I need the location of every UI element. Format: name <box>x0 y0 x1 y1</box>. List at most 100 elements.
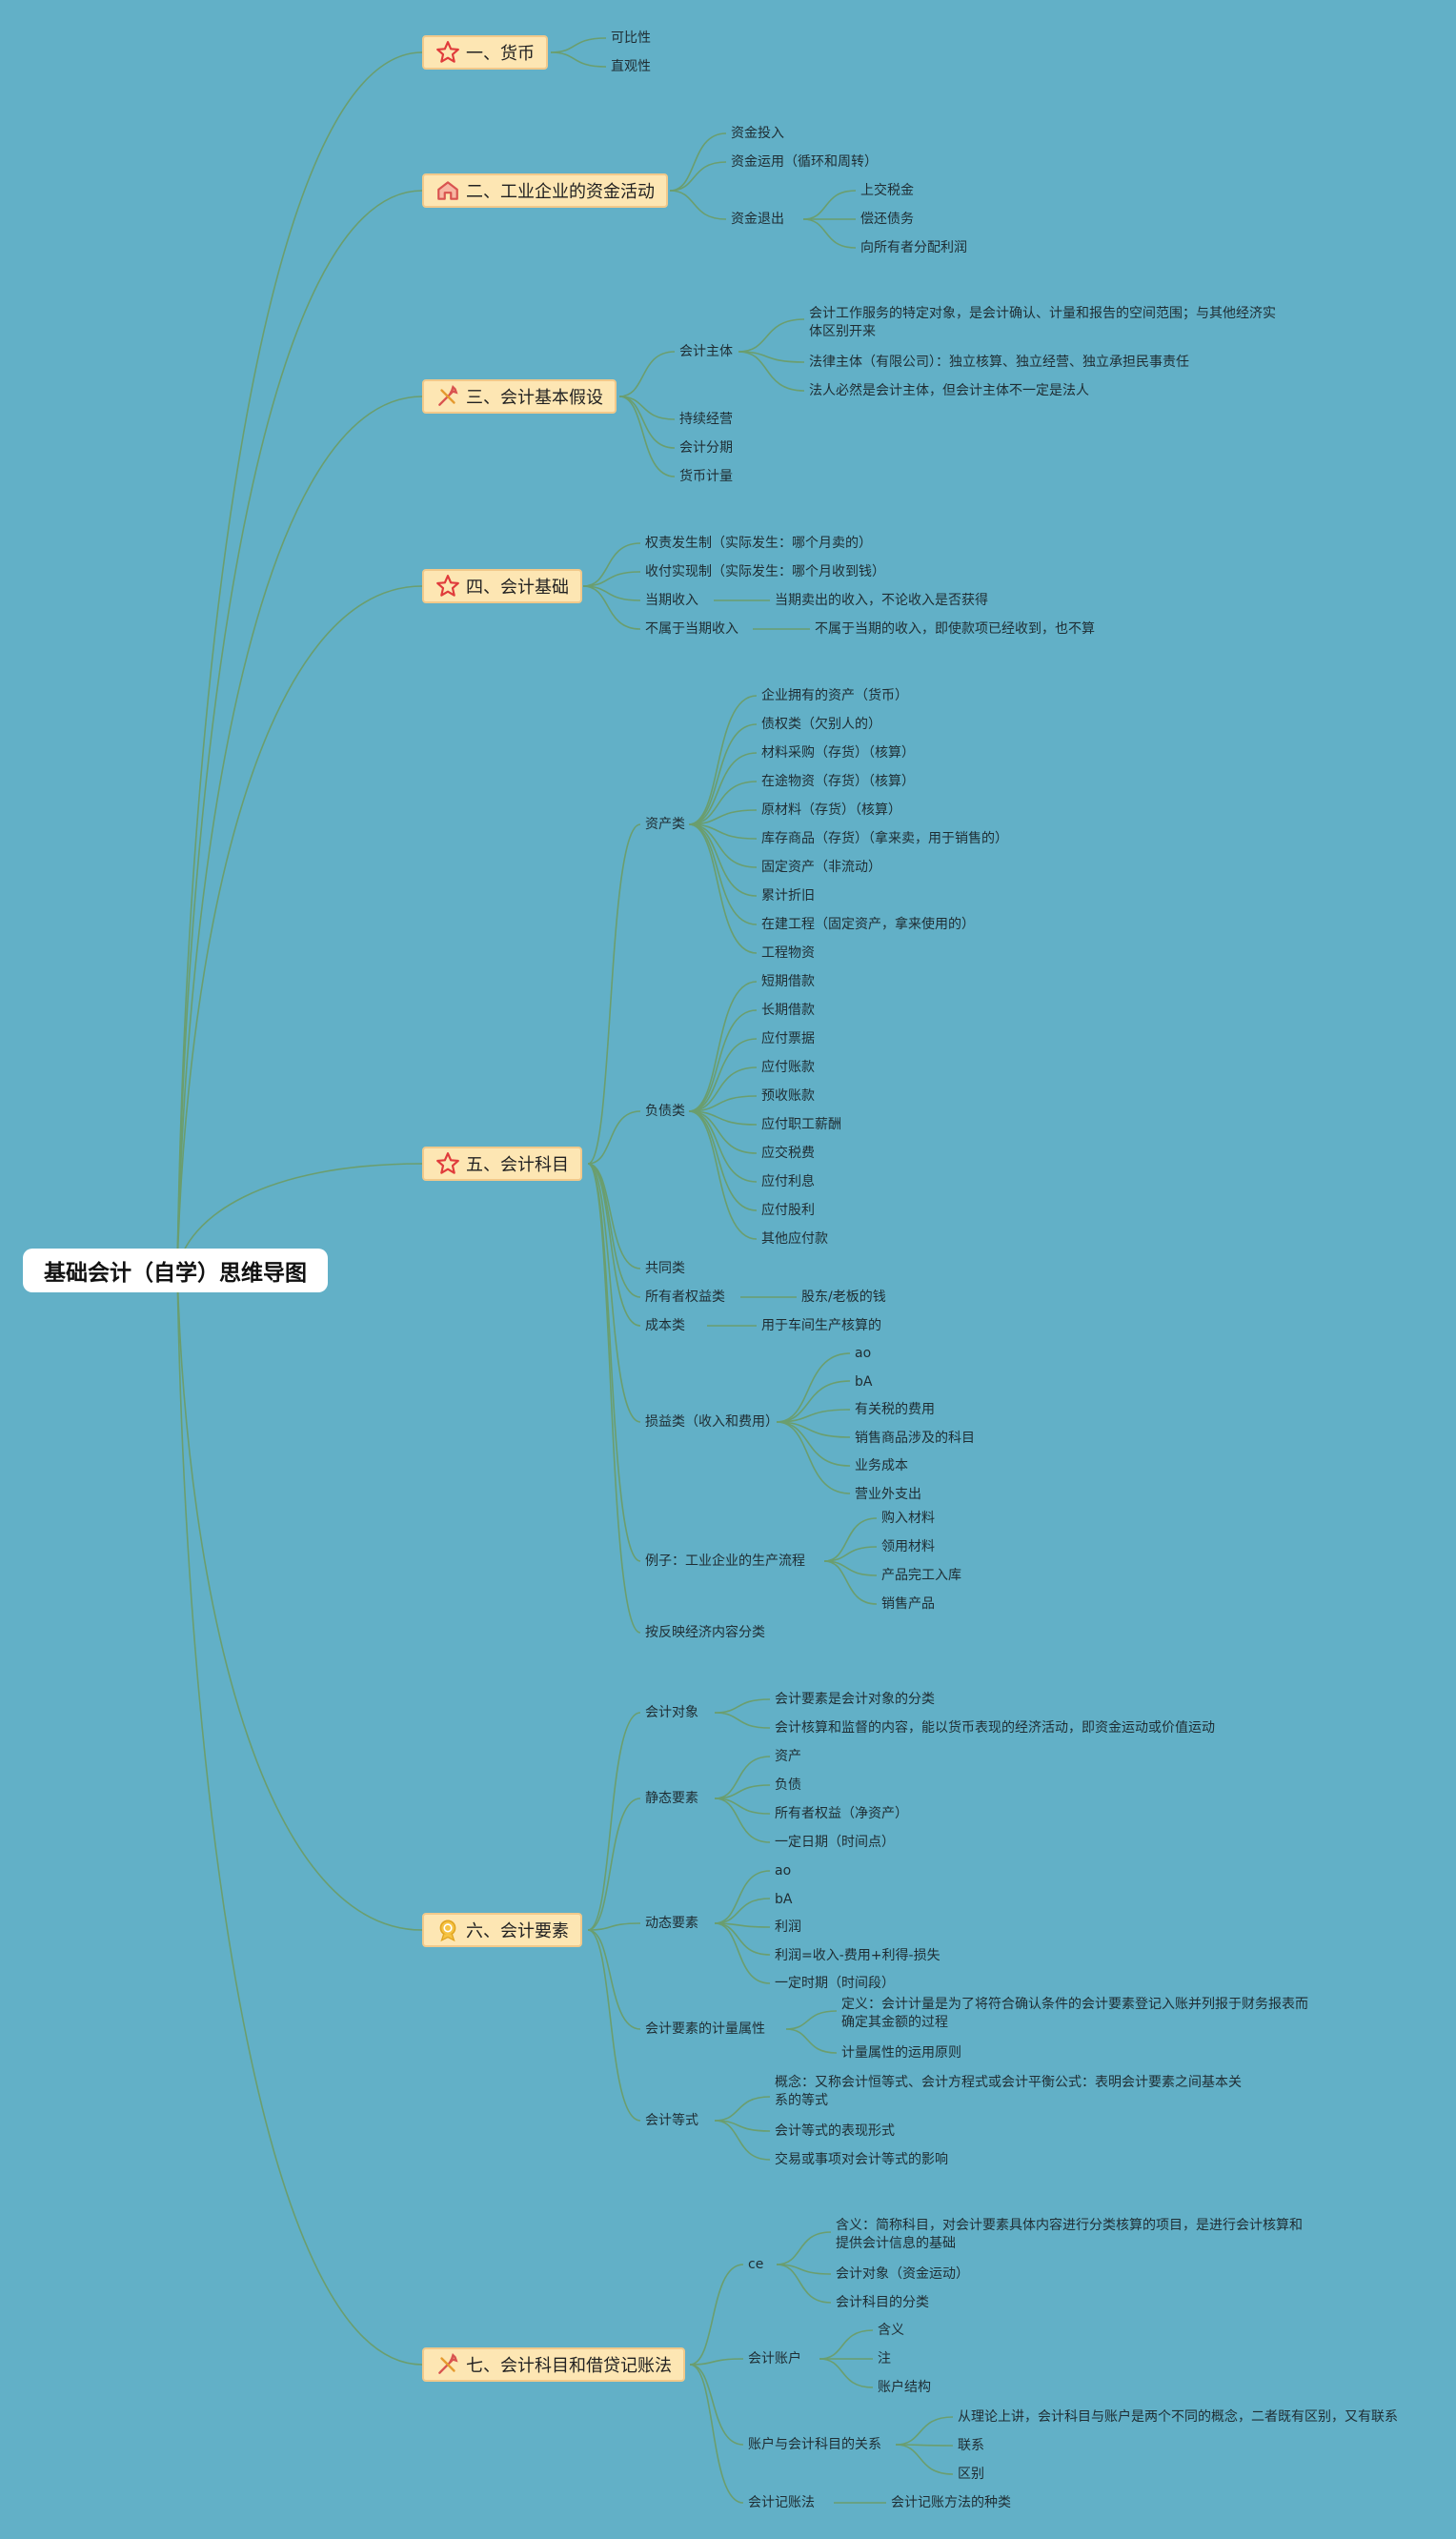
label-entity-definition[interactable]: 会计工作服务的特定对象，是会计确认、计量和报告的空间范围；与其他经济实体区别开来 <box>809 306 1276 339</box>
label-going-concern[interactable]: 持续经营 <box>679 412 733 427</box>
list-item[interactable]: 在建工程（固定资产，拿来使用的） <box>761 917 975 932</box>
label-ce[interactable]: ce <box>748 2257 764 2272</box>
list-item[interactable]: 应交税费 <box>761 1146 815 1161</box>
list-item[interactable]: 资产 <box>775 1749 801 1764</box>
label-legal-person-note[interactable]: 法人必然是会计主体，但会计主体不一定是法人 <box>809 383 1089 398</box>
list-item[interactable]: 注 <box>878 2351 891 2366</box>
label-ce-meaning[interactable]: 含义：简称科目，对会计要素具体内容进行分类核算的项目，是进行会计核算和提供会计信… <box>836 2218 1303 2251</box>
label-current-income-desc[interactable]: 当期卖出的收入，不论收入是否获得 <box>775 593 988 608</box>
label-ce-object[interactable]: 会计对象（资金运动） <box>836 2266 969 2282</box>
list-item[interactable]: 一定时期（时间段） <box>775 1976 895 1991</box>
label-equity-category[interactable]: 所有者权益类 <box>645 1290 725 1305</box>
topic-basic-assumptions[interactable]: 三、会计基本假设 <box>422 379 617 414</box>
label-cost-desc[interactable]: 用于车间生产核算的 <box>761 1318 881 1333</box>
list-item[interactable]: 销售商品涉及的科目 <box>855 1430 975 1446</box>
topic-accounting-elements[interactable]: 六、会计要素 <box>422 1913 582 1947</box>
label-accrual-basis[interactable]: 权责发生制（实际发生：哪个月卖的） <box>645 536 872 551</box>
label-current-income[interactable]: 当期收入 <box>645 593 698 608</box>
list-item[interactable]: 有关税的费用 <box>855 1402 935 1417</box>
label-profit-distribution[interactable]: 向所有者分配利润 <box>860 240 967 255</box>
list-item[interactable]: 账户结构 <box>878 2380 931 2395</box>
list-item[interactable]: 在途物资（存货）（核算） <box>761 774 915 789</box>
label-liabilities-category[interactable]: 负债类 <box>645 1104 685 1119</box>
label-fund-use[interactable]: 资金运用（循环和周转） <box>731 154 878 170</box>
label-accounting-object[interactable]: 会计对象 <box>645 1705 698 1720</box>
label-intuitive[interactable]: 直观性 <box>611 59 651 74</box>
label-fund-exit[interactable]: 资金退出 <box>731 212 784 227</box>
list-item[interactable]: 应付账款 <box>761 1060 815 1075</box>
list-item[interactable]: 产品完工入库 <box>881 1568 961 1583</box>
list-item[interactable]: 一定日期（时间点） <box>775 1835 895 1850</box>
list-item[interactable]: 所有者权益（净资产） <box>775 1806 908 1821</box>
label-cost-category[interactable]: 成本类 <box>645 1318 685 1333</box>
label-non-current-income-desc[interactable]: 不属于当期的收入，即使款项已经收到，也不算 <box>815 621 1095 637</box>
list-item[interactable]: 固定资产（非流动） <box>761 860 881 875</box>
label-repay-debt[interactable]: 偿还债务 <box>860 212 914 227</box>
label-fund-input[interactable]: 资金投入 <box>731 126 784 141</box>
list-item[interactable]: 营业外支出 <box>855 1486 921 1502</box>
list-item[interactable]: 企业拥有的资产（货币） <box>761 688 908 703</box>
label-accounting-entity[interactable]: 会计主体 <box>679 344 733 359</box>
list-item[interactable]: 工程物资 <box>761 945 815 961</box>
list-item[interactable]: 购入材料 <box>881 1511 935 1526</box>
list-item[interactable]: 材料采购（存货）（核算） <box>761 745 915 761</box>
topic-accounting-subjects[interactable]: 五、会计科目 <box>422 1147 582 1181</box>
label-bookkeeping-method[interactable]: 会计记账法 <box>748 2495 815 2510</box>
list-item[interactable]: bA <box>775 1891 793 1907</box>
list-item[interactable]: 库存商品（存货）（拿来卖，用于销售的） <box>761 831 1008 846</box>
list-item[interactable]: 应付职工薪酬 <box>761 1117 841 1132</box>
label-common-category[interactable]: 共同类 <box>645 1261 685 1276</box>
label-equity-desc[interactable]: 股东/老板的钱 <box>801 1290 886 1305</box>
list-item[interactable]: 利润=收入-费用+利得-损失 <box>775 1947 940 1963</box>
list-item[interactable]: 销售产品 <box>881 1596 935 1612</box>
list-item[interactable]: 业务成本 <box>855 1458 908 1473</box>
label-pay-tax[interactable]: 上交税金 <box>860 183 914 198</box>
list-item[interactable]: 含义 <box>878 2323 904 2338</box>
label-static-elements[interactable]: 静态要素 <box>645 1791 698 1806</box>
label-monetary-measurement[interactable]: 货币计量 <box>679 469 733 484</box>
label-relation-connection[interactable]: 联系 <box>958 2438 984 2453</box>
label-measurement-principle[interactable]: 计量属性的运用原则 <box>841 2045 961 2061</box>
label-dynamic-elements[interactable]: 动态要素 <box>645 1916 698 1931</box>
label-assets-category[interactable]: 资产类 <box>645 817 685 832</box>
list-item[interactable]: 预收账款 <box>761 1088 815 1104</box>
list-item[interactable]: 应付利息 <box>761 1174 815 1189</box>
list-item[interactable]: 利润 <box>775 1919 801 1935</box>
list-item[interactable]: 长期借款 <box>761 1003 815 1018</box>
label-comparability[interactable]: 可比性 <box>611 30 651 46</box>
list-item[interactable]: 累计折旧 <box>761 888 815 904</box>
label-object-a[interactable]: 会计要素是会计对象的分类 <box>775 1692 935 1707</box>
list-item[interactable]: ao <box>855 1346 872 1361</box>
list-item[interactable]: 领用材料 <box>881 1539 935 1554</box>
label-cash-basis[interactable]: 收付实现制（实际发生：哪个月收到钱） <box>645 564 885 579</box>
label-classify-by-content[interactable]: 按反映经济内容分类 <box>645 1625 765 1640</box>
label-equation-forms[interactable]: 会计等式的表现形式 <box>775 2123 895 2139</box>
label-relation-difference[interactable]: 区别 <box>958 2467 984 2482</box>
label-legal-entity[interactable]: 法律主体（有限公司）：独立核算、独立经营、独立承担民事责任 <box>809 355 1189 370</box>
label-accounts[interactable]: 会计账户 <box>748 2351 801 2366</box>
list-item[interactable]: bA <box>855 1373 873 1390</box>
label-accounting-equation[interactable]: 会计等式 <box>645 2113 698 2128</box>
label-accounting-period[interactable]: 会计分期 <box>679 440 733 456</box>
label-bookkeeping-method-types[interactable]: 会计记账方法的种类 <box>891 2495 1011 2510</box>
list-item[interactable]: ao <box>775 1863 792 1879</box>
label-non-current-income[interactable]: 不属于当期收入 <box>645 621 738 637</box>
list-item[interactable]: 应付股利 <box>761 1203 815 1218</box>
topic-currency[interactable]: 一、货币 <box>422 35 548 70</box>
label-measurement-definition[interactable]: 定义：会计计量是为了将符合确认条件的会计要素登记入账并列报于财务报表而确定其金额… <box>841 1997 1308 2030</box>
root-topic[interactable]: 基础会计（自学）思维导图 <box>23 1249 328 1292</box>
label-profit-loss-category[interactable]: 损益类（收入和费用） <box>645 1414 779 1430</box>
topic-fund-activities[interactable]: 二、工业企业的资金活动 <box>422 173 668 208</box>
list-item[interactable]: 债权类（欠别人的） <box>761 717 881 732</box>
list-item[interactable]: 负债 <box>775 1777 801 1793</box>
label-object-b[interactable]: 会计核算和监督的内容，能以货币表现的经济活动，即资金运动或价值运动 <box>775 1720 1215 1736</box>
topic-subjects-and-double-entry[interactable]: 七、会计科目和借贷记账法 <box>422 2347 685 2382</box>
label-measurement-attributes[interactable]: 会计要素的计量属性 <box>645 2021 765 2037</box>
list-item[interactable]: 短期借款 <box>761 974 815 989</box>
list-item[interactable]: 其他应付款 <box>761 1231 828 1247</box>
list-item[interactable]: 原材料（存货）（核算） <box>761 802 901 818</box>
list-item[interactable]: 应付票据 <box>761 1031 815 1046</box>
label-ce-classification[interactable]: 会计科目的分类 <box>836 2295 929 2310</box>
topic-accounting-basis[interactable]: 四、会计基础 <box>422 569 582 603</box>
label-account-subject-relation[interactable]: 账户与会计科目的关系 <box>748 2437 881 2452</box>
